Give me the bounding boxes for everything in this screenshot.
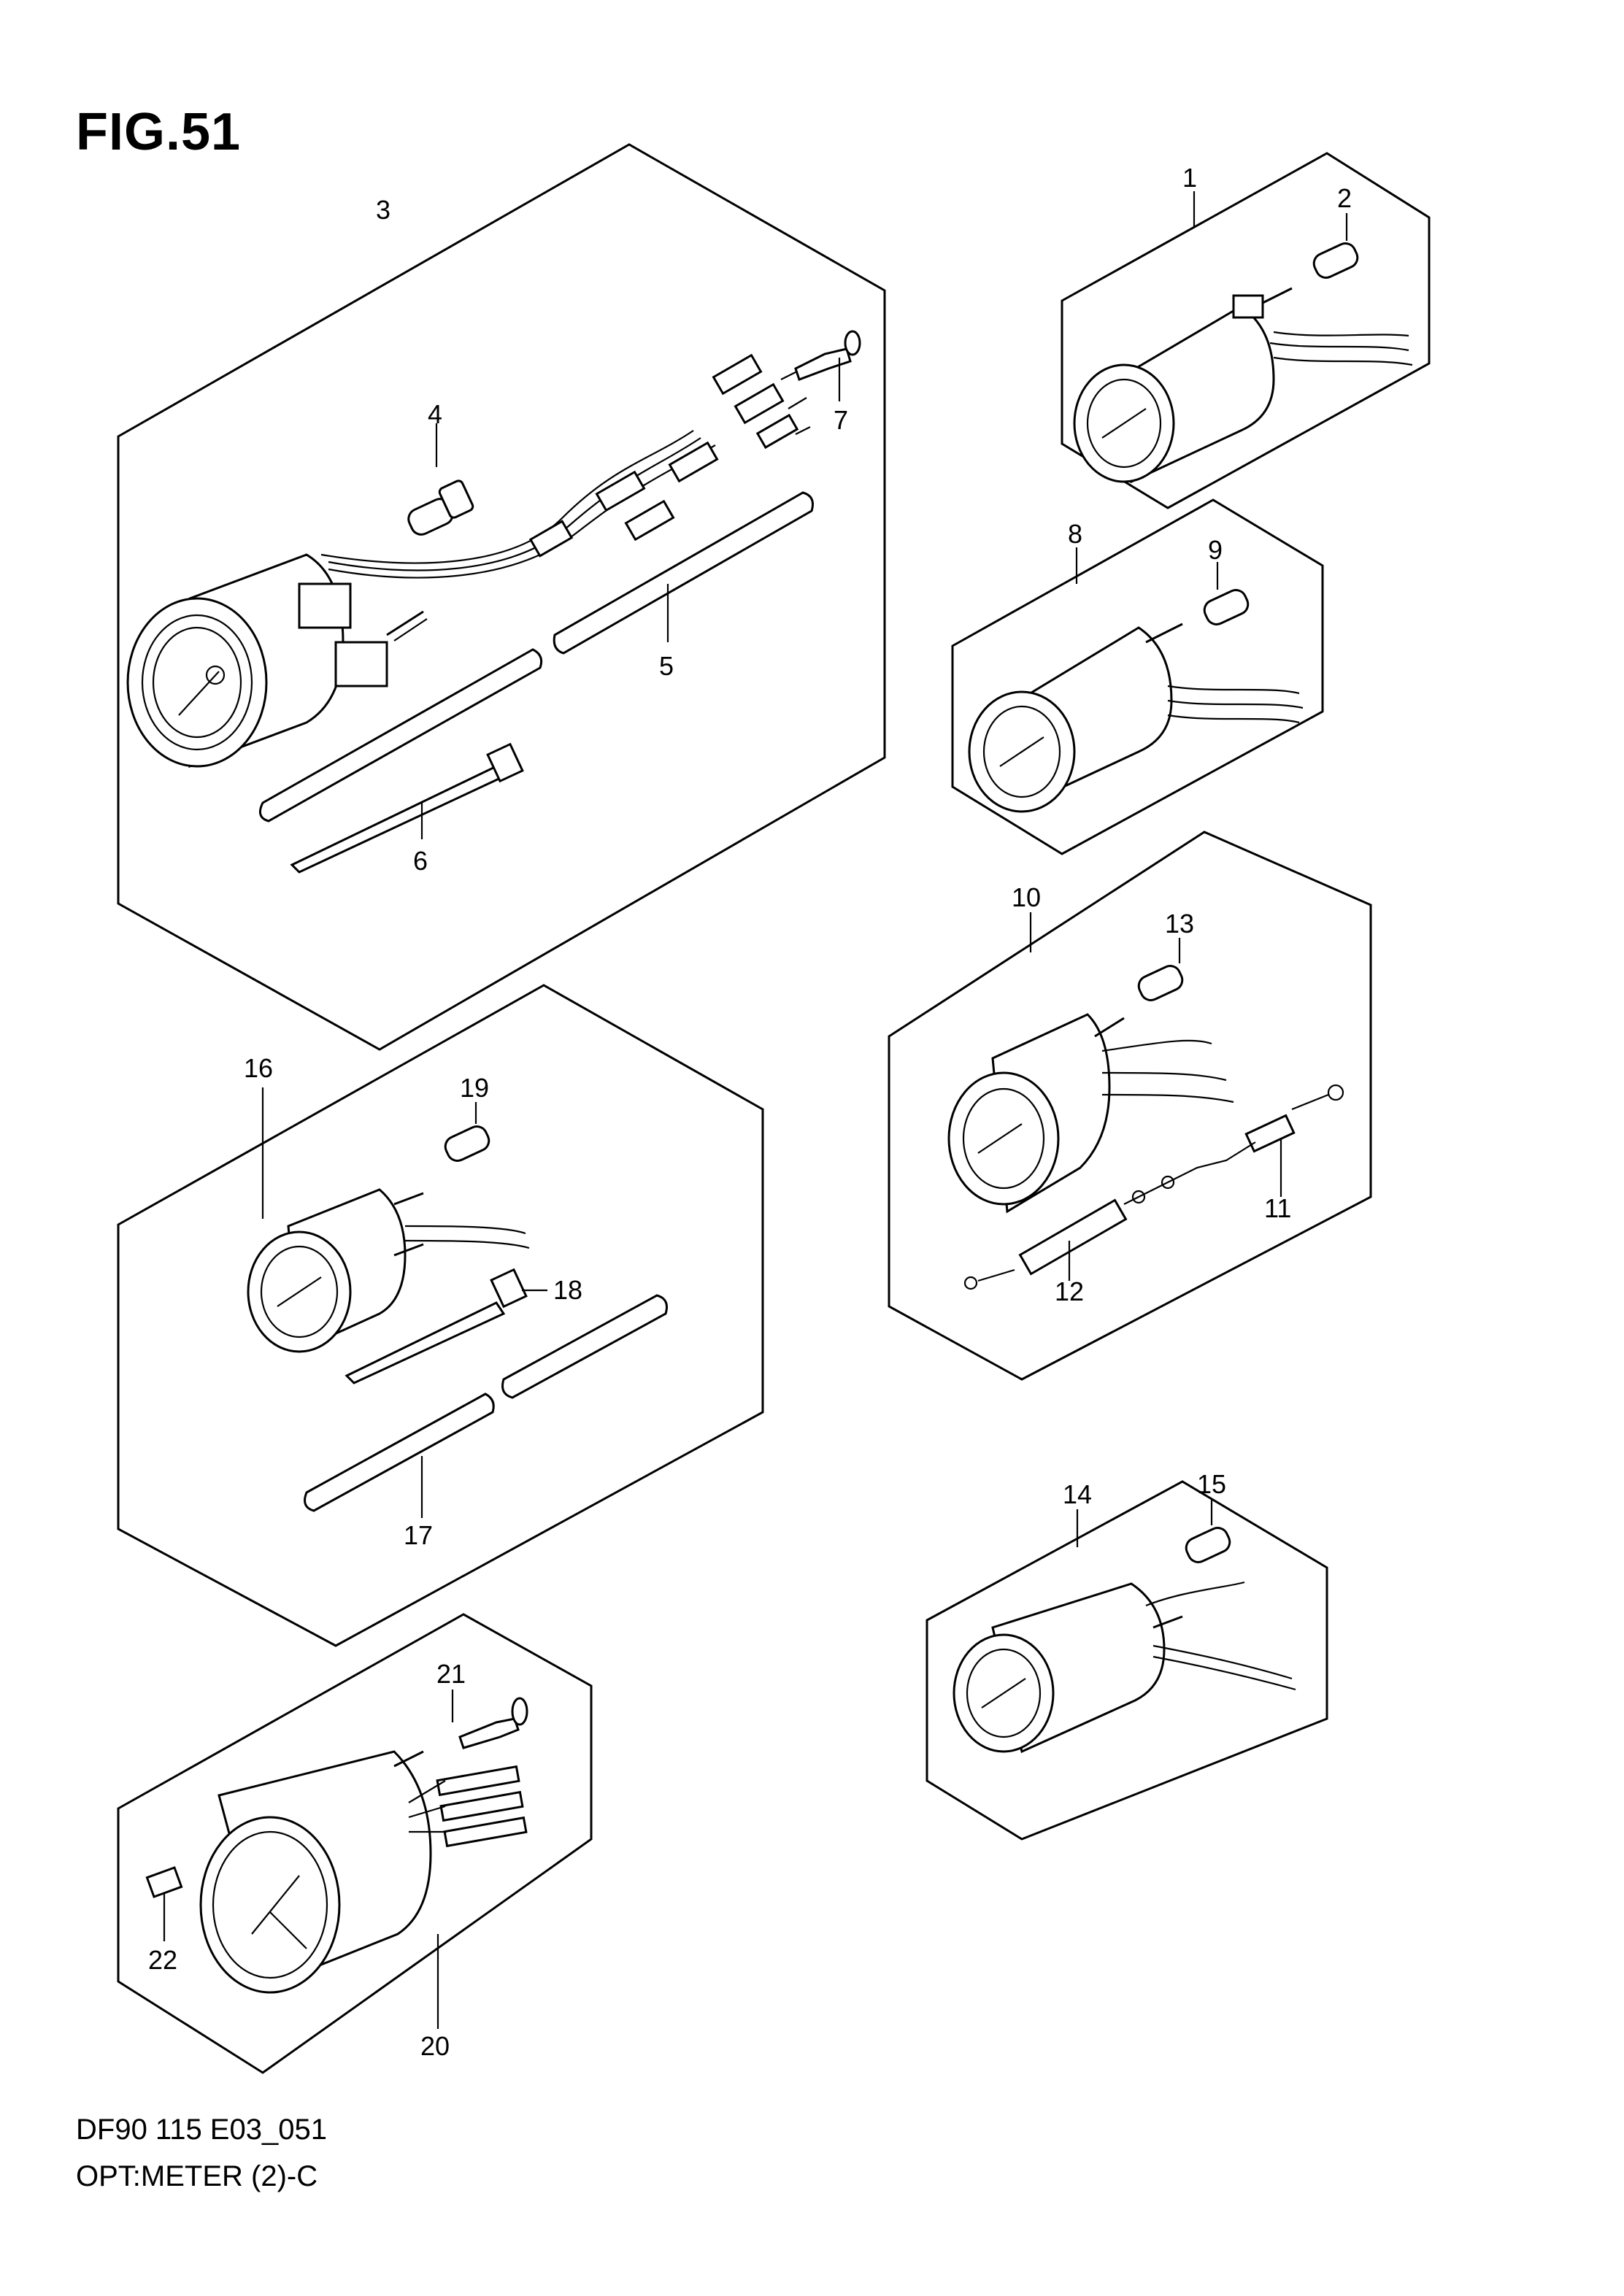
bulb-4 [407, 423, 474, 536]
callout-7: 7 [834, 405, 848, 435]
group-1-panel [1061, 152, 1431, 509]
callout-17: 17 [404, 1520, 433, 1550]
bulb-2 [1312, 213, 1359, 279]
callout-18: 18 [553, 1275, 582, 1305]
gauge-20 [199, 1750, 528, 2029]
gauge-8 [968, 623, 1304, 813]
harness-12 [963, 1141, 1256, 1290]
figure-title: FIG.51 [76, 103, 242, 161]
group-3-panel [117, 143, 886, 1051]
callout-20: 20 [420, 2031, 450, 2061]
callout-16: 16 [244, 1053, 273, 1083]
callout-2: 2 [1337, 183, 1352, 213]
group-16-panel [117, 984, 764, 1647]
bulb-19 [444, 1102, 490, 1162]
bulb-22 [145, 1866, 183, 1941]
callout-9: 9 [1208, 535, 1223, 565]
bulb-15 [1185, 1500, 1231, 1563]
callout-11: 11 [1264, 1193, 1291, 1223]
group-8-panel [951, 498, 1324, 855]
callout-13: 13 [1165, 909, 1194, 939]
callout-21: 21 [436, 1659, 466, 1689]
diagram-code: DF90 115 E03_051 [76, 2114, 327, 2146]
callout-8: 8 [1068, 519, 1082, 549]
diagram-caption: OPT:METER (2)-C [76, 2160, 318, 2192]
callout-22: 22 [148, 1945, 177, 1975]
bulb-13 [1137, 938, 1184, 1001]
callout-14: 14 [1063, 1479, 1092, 1509]
callout-3: 3 [376, 195, 390, 225]
callout-15: 15 [1197, 1469, 1226, 1499]
callout-19: 19 [460, 1073, 489, 1103]
group-14-panel [925, 1480, 1328, 1841]
gauge-16 [247, 1188, 530, 1353]
callout-6: 6 [413, 846, 428, 876]
connector-21 [451, 1690, 528, 1749]
callout-10: 10 [1012, 882, 1041, 912]
callout-1: 1 [1182, 163, 1197, 193]
bulb-9 [1203, 562, 1250, 625]
gauge-3 [126, 353, 811, 768]
harness-11 [1244, 1084, 1344, 1197]
tube-17 [304, 1294, 668, 1518]
group-20-panel [117, 1613, 593, 2074]
gauge-14 [953, 1581, 1296, 1754]
callout-12: 12 [1055, 1276, 1084, 1306]
gauge-1 [1073, 287, 1413, 484]
callout-5: 5 [659, 651, 674, 681]
cable-tie-6 [290, 742, 524, 874]
gauge-10 [947, 1013, 1234, 1214]
tube-5-segment [258, 648, 543, 823]
cable-tie-18 [345, 1268, 547, 1384]
callout-4: 4 [428, 399, 442, 429]
connector-7 [794, 330, 861, 401]
group-10-panel [888, 831, 1372, 1381]
tube-5 [553, 491, 814, 655]
